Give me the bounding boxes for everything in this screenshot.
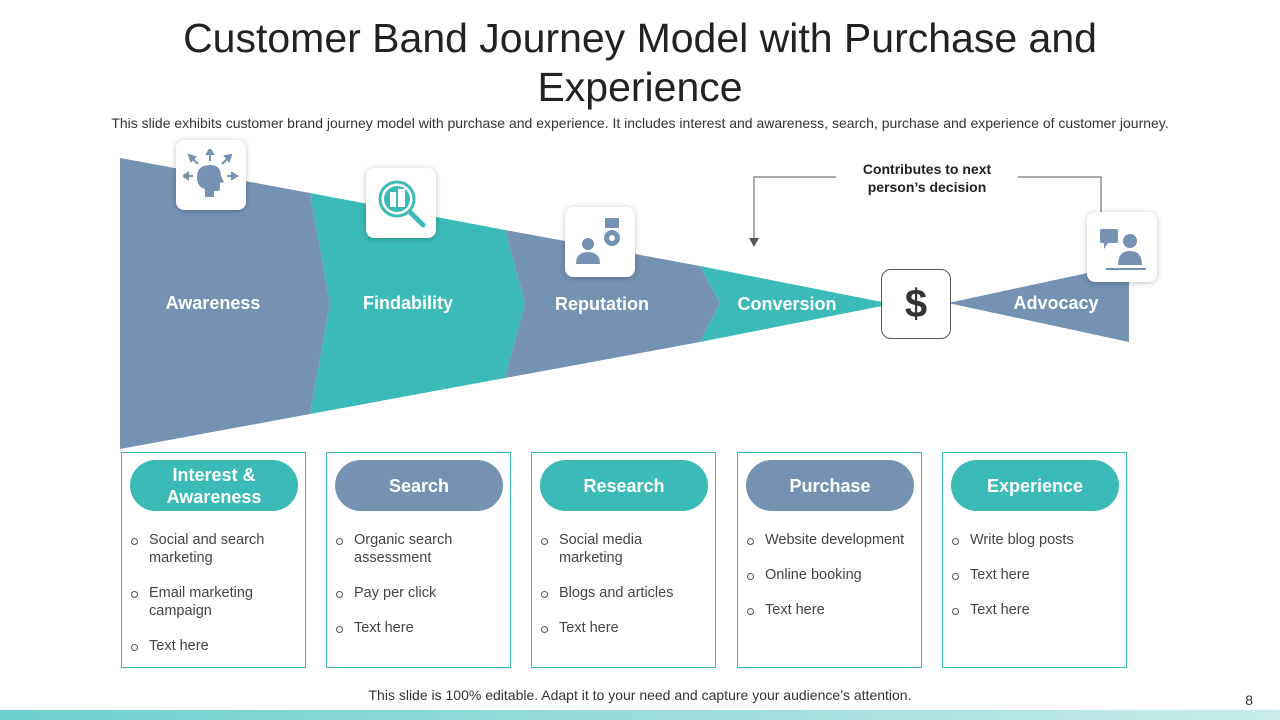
bottom-accent-bar — [0, 710, 1280, 720]
card-header-experience: Experience — [951, 460, 1119, 511]
list-item: Online booking — [747, 566, 915, 584]
list-item: Website development — [747, 531, 915, 549]
callout-arrowhead — [749, 238, 759, 247]
card-interest-awareness: Interest & Awareness Social and search m… — [121, 452, 306, 668]
slide-title: Customer Band Journey Model with Purchas… — [183, 15, 1097, 110]
stage-label-advocacy: Advocacy — [1013, 293, 1099, 313]
callout-connector — [1018, 176, 1102, 212]
list-item: Text here — [952, 601, 1120, 619]
funnel-segment-awareness — [120, 158, 330, 449]
list-item: Pay per click — [336, 584, 504, 602]
list-item: Social media marketing — [541, 531, 709, 567]
stage-label-findability: Findability — [363, 293, 453, 313]
card-item-list: Social and search marketing Email market… — [131, 531, 299, 672]
list-item: Blogs and articles — [541, 584, 709, 602]
card-header-interest-awareness: Interest & Awareness — [130, 460, 298, 511]
card-item-list: Write blog posts Text here Text here — [952, 531, 1120, 636]
list-item: Text here — [747, 601, 915, 619]
card-header-text: Experience — [986, 475, 1084, 496]
card-header-text: Purchase — [789, 475, 871, 496]
card-header-text: Research — [583, 475, 665, 496]
stage-label-reputation: Reputation — [555, 294, 649, 314]
callout-text: Contributes to next person’s decision — [862, 161, 992, 195]
person-megaphone-icon — [1100, 229, 1146, 270]
card-research: Research Social media marketing Blogs an… — [531, 452, 716, 668]
card-header-purchase: Purchase — [746, 460, 914, 511]
list-item: Text here — [131, 637, 299, 655]
dollar-symbol: $ — [904, 281, 928, 326]
callout-arrow-line — [753, 176, 836, 240]
list-item: Organic search assessment — [336, 531, 504, 567]
card-purchase: Purchase Website development Online book… — [737, 452, 922, 668]
page-number: 8 — [1245, 692, 1253, 708]
reputation-icon-card — [565, 207, 635, 277]
list-item: Text here — [336, 619, 504, 637]
list-item: Email marketing campaign — [131, 584, 299, 620]
stage-label-conversion: Conversion — [737, 294, 837, 314]
list-item: Social and search marketing — [131, 531, 299, 567]
awareness-icon-card — [176, 140, 246, 210]
footer-note: This slide is 100% editable. Adapt it to… — [368, 687, 912, 703]
list-item: Write blog posts — [952, 531, 1120, 549]
card-search: Search Organic search assessment Pay per… — [326, 452, 511, 668]
slide-subtitle: This slide exhibits customer brand journ… — [111, 115, 1169, 131]
conversion-dollar-icon: $ — [881, 269, 951, 339]
card-item-list: Social media marketing Blogs and article… — [541, 531, 709, 654]
card-experience: Experience Write blog posts Text here Te… — [942, 452, 1127, 668]
advocacy-icon-card — [1087, 212, 1157, 282]
funnel-segment-findability — [310, 193, 525, 414]
card-item-list: Website development Online booking Text … — [747, 531, 915, 636]
card-header-search: Search — [335, 460, 503, 511]
head-idea-icon — [183, 149, 239, 197]
card-header-research: Research — [540, 460, 708, 511]
findability-icon-card — [366, 168, 436, 238]
people-award-icon — [576, 218, 620, 264]
card-header-text: Search — [388, 475, 450, 496]
stage-label-awareness: Awareness — [165, 293, 261, 313]
card-item-list: Organic search assessment Pay per click … — [336, 531, 504, 654]
list-item: Text here — [952, 566, 1120, 584]
list-item: Text here — [541, 619, 709, 637]
funnel-segment-advocacy — [948, 264, 1129, 342]
funnel-segment-conversion — [700, 266, 882, 342]
card-header-text: Interest & Awareness — [166, 464, 262, 507]
funnel-segment-reputation — [505, 230, 720, 378]
magnifier-building-icon — [378, 180, 426, 228]
